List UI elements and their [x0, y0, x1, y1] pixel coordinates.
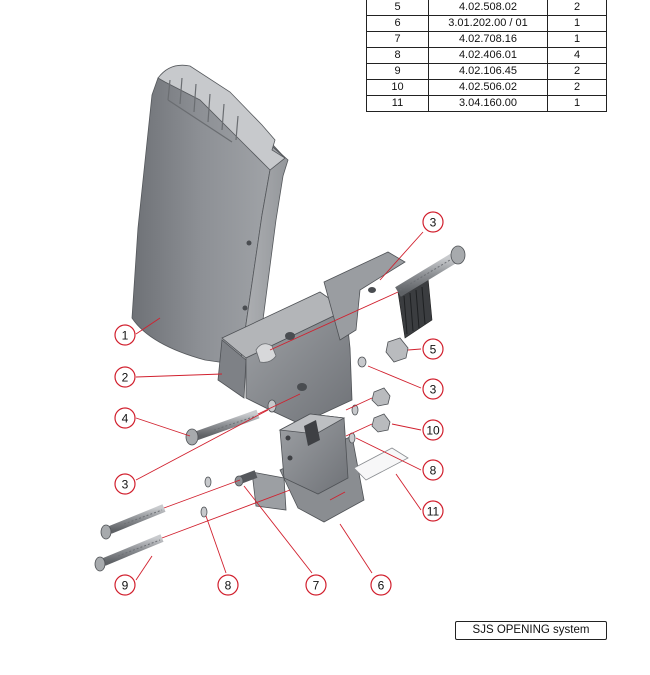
washer — [204, 476, 212, 488]
leader-lines — [135, 231, 424, 581]
aluminium-profile — [131, 64, 289, 366]
slide-block-hole — [287, 455, 293, 461]
svg-text:8: 8 — [430, 464, 437, 478]
nut-5 — [385, 337, 409, 363]
svg-text:8: 8 — [225, 579, 232, 593]
screw-short — [234, 470, 258, 487]
washer — [200, 506, 208, 518]
label-plate-sheet — [353, 447, 409, 481]
svg-text:3: 3 — [430, 383, 437, 397]
svg-text:3: 3 — [122, 478, 129, 492]
screw-bottom-upper — [100, 504, 166, 540]
bracket — [217, 251, 433, 425]
svg-text:1: 1 — [122, 329, 129, 343]
washer — [357, 356, 367, 368]
washer — [351, 404, 359, 416]
callout-2: 2 — [114, 366, 136, 388]
svg-text:11: 11 — [427, 505, 440, 519]
bracket-hole — [285, 332, 295, 340]
label-plate — [353, 447, 409, 481]
callout-9: 9 — [114, 574, 136, 596]
callout-3: 3 — [422, 378, 444, 400]
svg-text:6: 6 — [378, 579, 385, 593]
bracket-knob — [255, 343, 277, 363]
callout-1: 1 — [114, 324, 136, 346]
callout-3: 3 — [422, 211, 444, 233]
slide-block-hole — [285, 435, 291, 441]
svg-text:5: 5 — [430, 343, 437, 357]
callout-3: 3 — [114, 473, 136, 495]
fasteners — [94, 245, 466, 572]
assembly-axis-lines — [161, 291, 399, 539]
profile-top-section — [157, 64, 286, 171]
drawing-caption: SJS OPENING system — [455, 621, 607, 640]
bracket-left-flange — [217, 339, 247, 399]
callout-11: 11 — [422, 500, 444, 522]
table-cell-qty: 1 — [547, 95, 607, 112]
svg-text:9: 9 — [122, 579, 129, 593]
callout-6: 6 — [370, 574, 392, 596]
svg-text:7: 7 — [313, 579, 320, 593]
screw-left — [185, 409, 260, 446]
bracket-pad-ribs — [403, 286, 426, 335]
profile-hole — [246, 240, 252, 246]
svg-text:2: 2 — [122, 371, 129, 385]
bracket-hole — [297, 383, 307, 391]
washer — [267, 399, 277, 413]
callout-8: 8 — [422, 459, 444, 481]
callout-7: 7 — [305, 574, 327, 596]
table-cell-code: 4.02.506.02 — [428, 79, 548, 96]
callout-4: 4 — [114, 407, 136, 429]
svg-text:10: 10 — [426, 424, 440, 438]
callout-5: 5 — [422, 338, 444, 360]
bracket-hole — [368, 287, 376, 293]
slide-block — [251, 413, 365, 523]
svg-text:3: 3 — [430, 216, 437, 230]
table-cell-code: 3.04.160.00 — [428, 95, 548, 112]
screw-long-top — [395, 245, 466, 297]
svg-text:4: 4 — [122, 412, 129, 426]
callout-8: 8 — [217, 574, 239, 596]
bracket-right-arm — [323, 251, 406, 341]
screw-bottom-lower — [94, 534, 164, 572]
slide-block-slot — [304, 420, 320, 446]
slide-block-foot — [251, 471, 287, 511]
profile-hole — [242, 305, 248, 311]
callout-10: 10 — [422, 419, 444, 441]
nut-10 — [371, 387, 391, 433]
profile-inner-ribs — [167, 77, 239, 143]
